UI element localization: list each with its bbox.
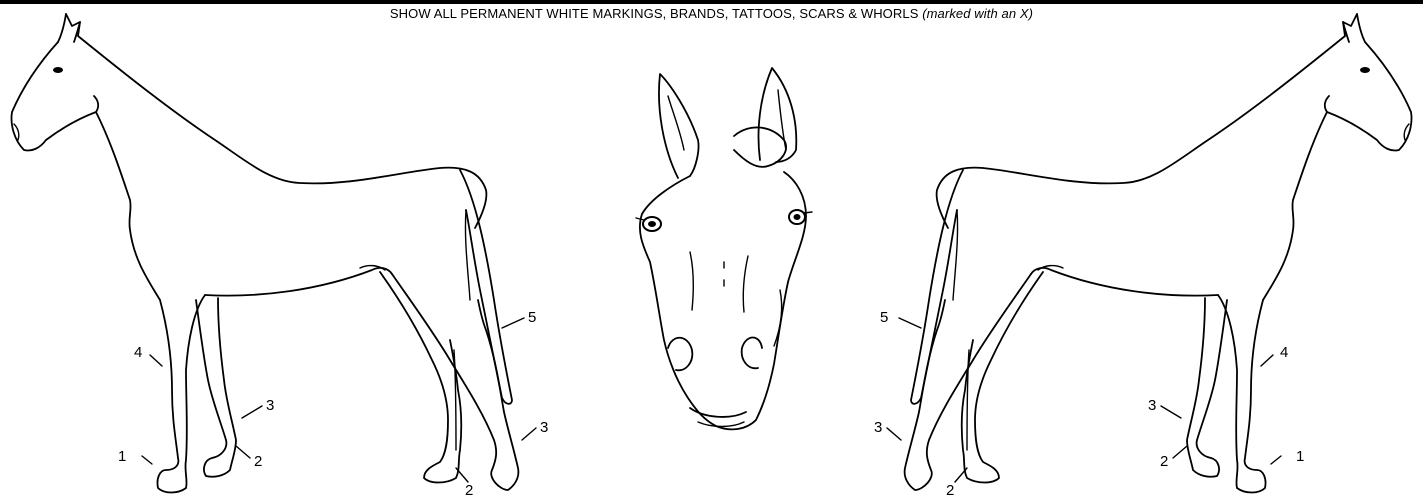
marker-label-5: 5 <box>880 309 888 326</box>
marker-label-4: 4 <box>134 344 142 361</box>
leader-line <box>242 406 262 418</box>
marker-label-1: 1 <box>1296 448 1304 465</box>
marker-label-2: 2 <box>1160 453 1168 470</box>
leader-line <box>236 446 250 458</box>
leader-line <box>150 355 162 366</box>
leader-line <box>142 456 152 464</box>
marker-label-4: 4 <box>1280 344 1288 361</box>
leader-line <box>522 428 536 440</box>
right-side-horse: 5 3 2 3 2 4 1 <box>874 14 1412 497</box>
marker-label-3: 3 <box>540 419 548 436</box>
leader-line <box>502 318 524 328</box>
left-horse-outline <box>12 14 519 493</box>
left-side-horse: 1 2 3 4 5 3 2 <box>12 14 549 497</box>
right-horse-outline <box>887 14 1412 493</box>
marker-label-2: 2 <box>254 453 262 470</box>
marker-label-3: 3 <box>266 397 274 414</box>
marker-label-3: 3 <box>1148 397 1156 414</box>
marker-label-5: 5 <box>528 309 536 326</box>
front-head-view <box>636 68 812 429</box>
marker-label-2: 2 <box>465 482 473 497</box>
marker-label-1: 1 <box>118 448 126 465</box>
marker-label-2: 2 <box>946 482 954 497</box>
marker-label-3: 3 <box>874 419 882 436</box>
